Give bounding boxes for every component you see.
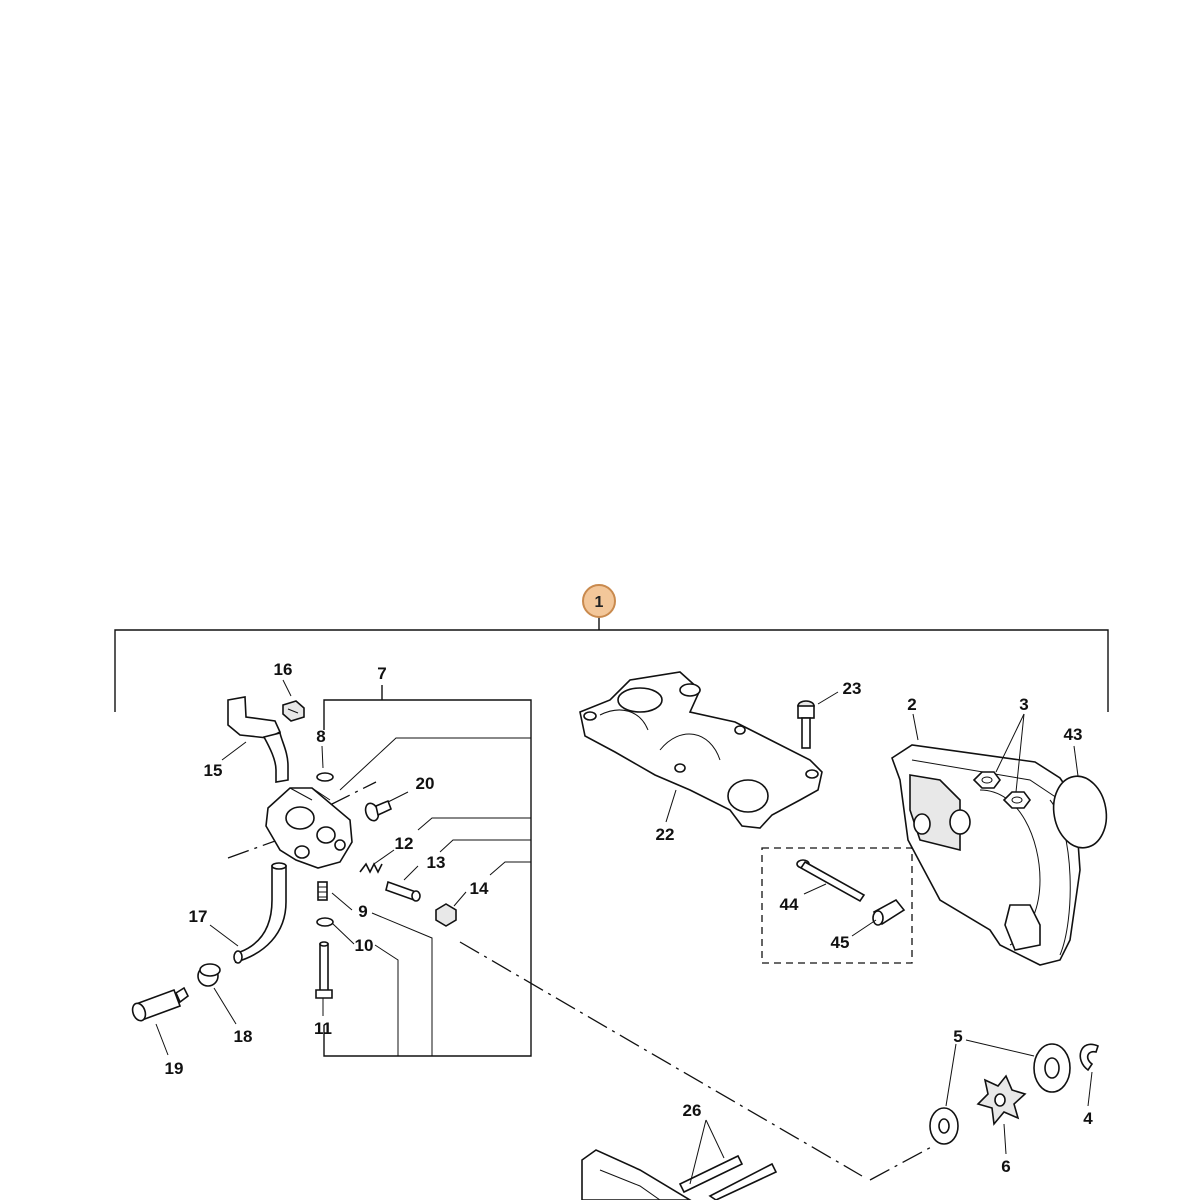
label-16[interactable]: 16 (274, 660, 293, 679)
label-5[interactable]: 5 (953, 1027, 962, 1046)
label-12[interactable]: 12 (395, 834, 414, 853)
part-2-cover[interactable] (891, 744, 1081, 966)
part-6-sprocket[interactable] (976, 1074, 1027, 1126)
part-5-washers[interactable] (929, 1043, 1071, 1145)
part-45-nut[interactable] (872, 898, 906, 926)
label-44[interactable]: 44 (780, 895, 799, 914)
bar-plate-partial[interactable] (581, 1149, 692, 1200)
assembly-badge[interactable]: 1 (582, 584, 616, 618)
label-22[interactable]: 22 (656, 825, 675, 844)
assembly-axes (227, 781, 936, 1181)
part-17-hose[interactable] (233, 862, 287, 964)
part-15-lever[interactable] (227, 696, 289, 783)
label-4[interactable]: 4 (1083, 1109, 1093, 1128)
part-11-plunger[interactable] (315, 941, 333, 999)
label-15[interactable]: 15 (204, 761, 223, 780)
label-6[interactable]: 6 (1001, 1157, 1010, 1176)
label-8[interactable]: 8 (316, 727, 325, 746)
part-19-filter[interactable] (130, 986, 190, 1023)
oil-pump-housing[interactable] (265, 787, 353, 869)
part-20-screw[interactable] (363, 799, 393, 823)
label-17[interactable]: 17 (189, 907, 208, 926)
label-45[interactable]: 45 (831, 933, 850, 952)
label-14[interactable]: 14 (470, 879, 489, 898)
part-44-screw[interactable] (796, 859, 866, 903)
label-10[interactable]: 10 (355, 936, 374, 955)
label-26[interactable]: 26 (683, 1101, 702, 1120)
part-10-clip[interactable] (316, 917, 334, 927)
part-4-eclip[interactable] (1079, 1043, 1099, 1072)
part-14-plug[interactable] (435, 903, 457, 927)
label-3[interactable]: 3 (1019, 695, 1028, 714)
label-2[interactable]: 2 (907, 695, 916, 714)
part-16-nut[interactable] (282, 700, 305, 722)
kit-box-44-45 (761, 847, 913, 964)
part-8-clip[interactable] (316, 772, 334, 782)
label-19[interactable]: 19 (165, 1059, 184, 1078)
label-23[interactable]: 23 (843, 679, 862, 698)
leader-lines (155, 679, 1093, 1185)
part-12-spring[interactable] (359, 862, 383, 874)
part-13-pin[interactable] (385, 880, 421, 902)
part-3-nuts[interactable] (972, 771, 1031, 809)
label-18[interactable]: 18 (234, 1027, 253, 1046)
label-9[interactable]: 9 (358, 902, 367, 921)
label-20[interactable]: 20 (416, 774, 435, 793)
part-22-housing[interactable] (579, 671, 823, 829)
part-23-screw[interactable] (797, 700, 815, 749)
label-7[interactable]: 7 (377, 664, 386, 683)
label-13[interactable]: 13 (427, 853, 446, 872)
part-26-studs[interactable] (678, 1154, 778, 1200)
part-43-oring[interactable] (1048, 772, 1112, 852)
part-18-grommet[interactable] (197, 963, 221, 987)
label-43[interactable]: 43 (1064, 725, 1083, 744)
assembly-number[interactable]: 1 (595, 594, 604, 611)
callout-labels: 16 7 8 15 20 12 13 14 9 17 10 11 18 19 2… (165, 660, 1094, 1176)
group-bracket-7 (323, 685, 532, 1057)
part-9-spring[interactable] (317, 881, 328, 901)
label-11[interactable]: 11 (314, 1019, 332, 1038)
